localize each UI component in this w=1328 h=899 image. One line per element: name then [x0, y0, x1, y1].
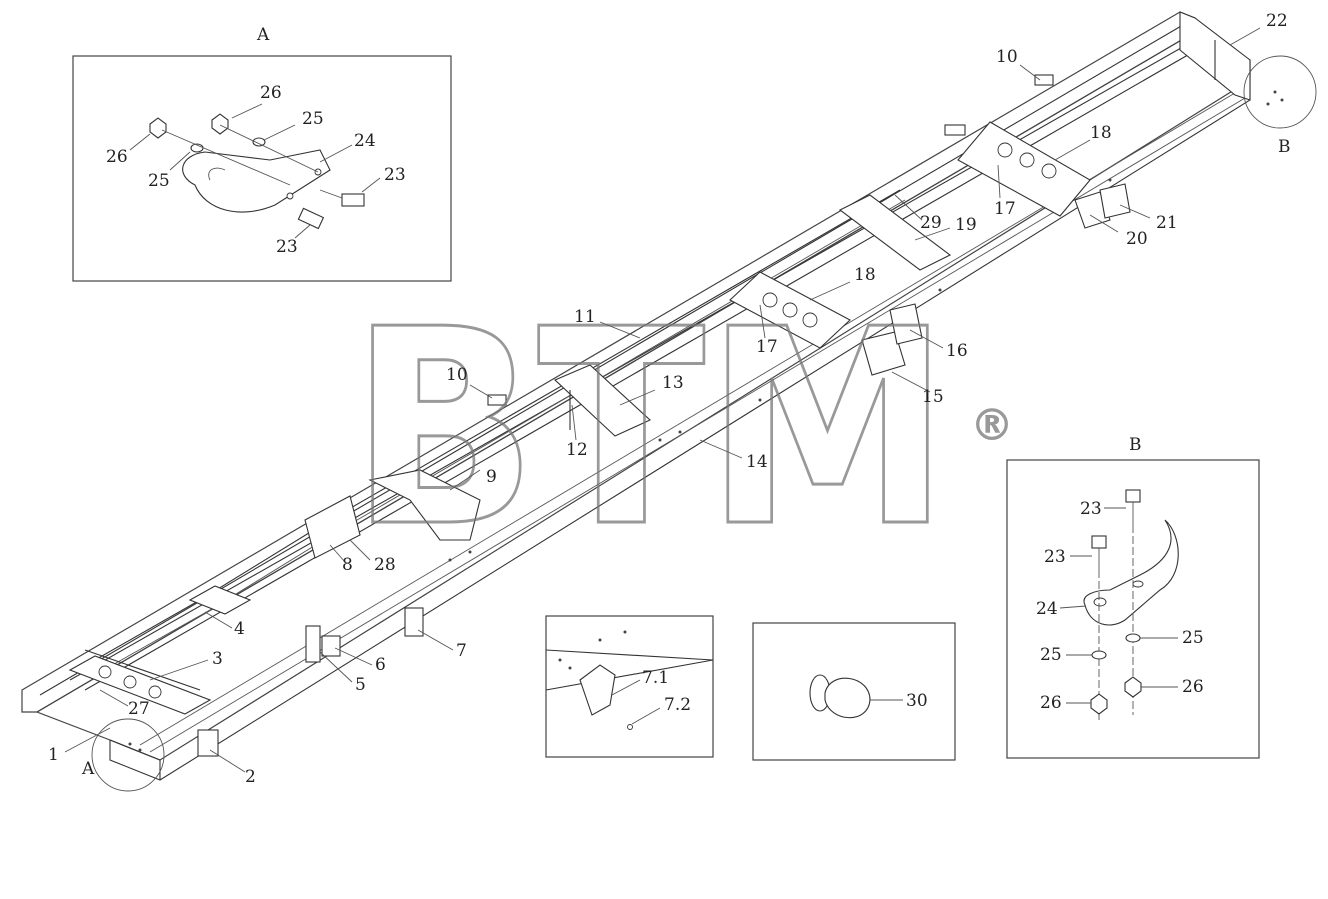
registered-mark: ® [970, 400, 1014, 451]
callout-9: 9 [486, 467, 497, 487]
callout-22: 22 [1266, 11, 1288, 31]
bracket-2 [197, 729, 219, 757]
detail-7-panel: 7.1 7.2 [545, 615, 714, 758]
detail-7-label-7-2: 7.2 [664, 695, 691, 715]
bracket-5-6 [305, 625, 341, 663]
callout-2: 2 [245, 767, 256, 787]
bracket-20-21 [1074, 183, 1131, 229]
cross-member-8-9 [304, 469, 481, 559]
cross-member-front [68, 649, 212, 715]
detail-30-panel: 30 [752, 622, 956, 761]
callout-17-mid: 17 [756, 337, 778, 357]
detail-a-label-24: 24 [354, 131, 376, 151]
cross-member-4 [188, 585, 252, 615]
callout-6: 6 [375, 655, 386, 675]
cross-member-17-18-mid [729, 271, 851, 349]
bracket-10 [487, 74, 1054, 406]
detail-a-panel: A 26 25 24 23 23 25 26 [72, 25, 452, 282]
callout-20: 20 [1126, 229, 1148, 249]
frame-assembly [21, 11, 1317, 792]
rear-end-plate [1179, 11, 1251, 101]
detail-a-label-23-bottom: 23 [276, 237, 298, 257]
bracket-7 [404, 607, 424, 637]
callout-10-front: 10 [446, 365, 468, 385]
cross-member-19 [838, 194, 952, 271]
detail-30-label: 30 [906, 691, 928, 711]
detail-a-label-25-left: 25 [148, 171, 170, 191]
callout-7: 7 [456, 641, 467, 661]
callout-18-rear: 18 [1090, 123, 1112, 143]
callout-19: 19 [955, 215, 977, 235]
callout-14: 14 [746, 452, 768, 472]
detail-circle-b [1243, 55, 1317, 129]
rivets [128, 90, 1284, 752]
callout-16: 16 [946, 341, 968, 361]
bracket-15-16 [861, 303, 923, 376]
callout-5: 5 [355, 675, 366, 695]
callout-12: 12 [566, 440, 588, 460]
callout-13: 13 [662, 373, 684, 393]
detail-b-panel: B 23 23 24 25 25 26 26 [1006, 435, 1260, 759]
callout-17-rear: 17 [994, 199, 1016, 219]
detail-7-label-7-1: 7.1 [642, 668, 669, 688]
cross-member-12-13 [554, 364, 651, 437]
detail-circle-a [91, 718, 165, 792]
detail-b-label-24: 24 [1036, 599, 1058, 619]
detail-b-label-25-left: 25 [1040, 645, 1062, 665]
detail-b-label-25-right: 25 [1182, 628, 1204, 648]
callout-28: 28 [374, 555, 396, 575]
mark-a: A [81, 759, 95, 779]
callout-29: 29 [920, 213, 942, 233]
callout-15: 15 [922, 387, 944, 407]
detail-a-label-25-top: 25 [302, 109, 324, 129]
mark-b: B [1278, 137, 1291, 157]
callout-4: 4 [234, 619, 245, 639]
callout-10-rear: 10 [996, 47, 1018, 67]
callout-1: 1 [48, 745, 59, 765]
callout-21: 21 [1156, 213, 1178, 233]
btm-watermark: BTM ® [349, 270, 1015, 588]
detail-a-title: A [256, 25, 270, 45]
detail-b-label-26-left: 26 [1040, 693, 1062, 713]
detail-a-label-26-left: 26 [106, 147, 128, 167]
callout-3: 3 [212, 649, 223, 669]
watermark-text: BTM [350, 271, 950, 586]
detail-a-label-23-right: 23 [384, 165, 406, 185]
detail-b-label-26-right: 26 [1182, 677, 1204, 697]
callout-18-mid: 18 [854, 265, 876, 285]
detail-a-label-26-top: 26 [260, 83, 282, 103]
cross-member-17-18-rear [957, 121, 1091, 217]
callout-labels: 1 2 3 4 5 6 7 8 9 10 10 11 12 13 14 15 1… [48, 11, 1291, 787]
callout-leaders [64, 27, 1261, 773]
detail-b-label-23-mid: 23 [1044, 547, 1066, 567]
callout-27: 27 [128, 699, 150, 719]
detail-b-title: B [1129, 435, 1142, 455]
detail-b-label-23-top: 23 [1080, 499, 1102, 519]
callout-11: 11 [574, 307, 596, 327]
callout-8: 8 [342, 555, 353, 575]
